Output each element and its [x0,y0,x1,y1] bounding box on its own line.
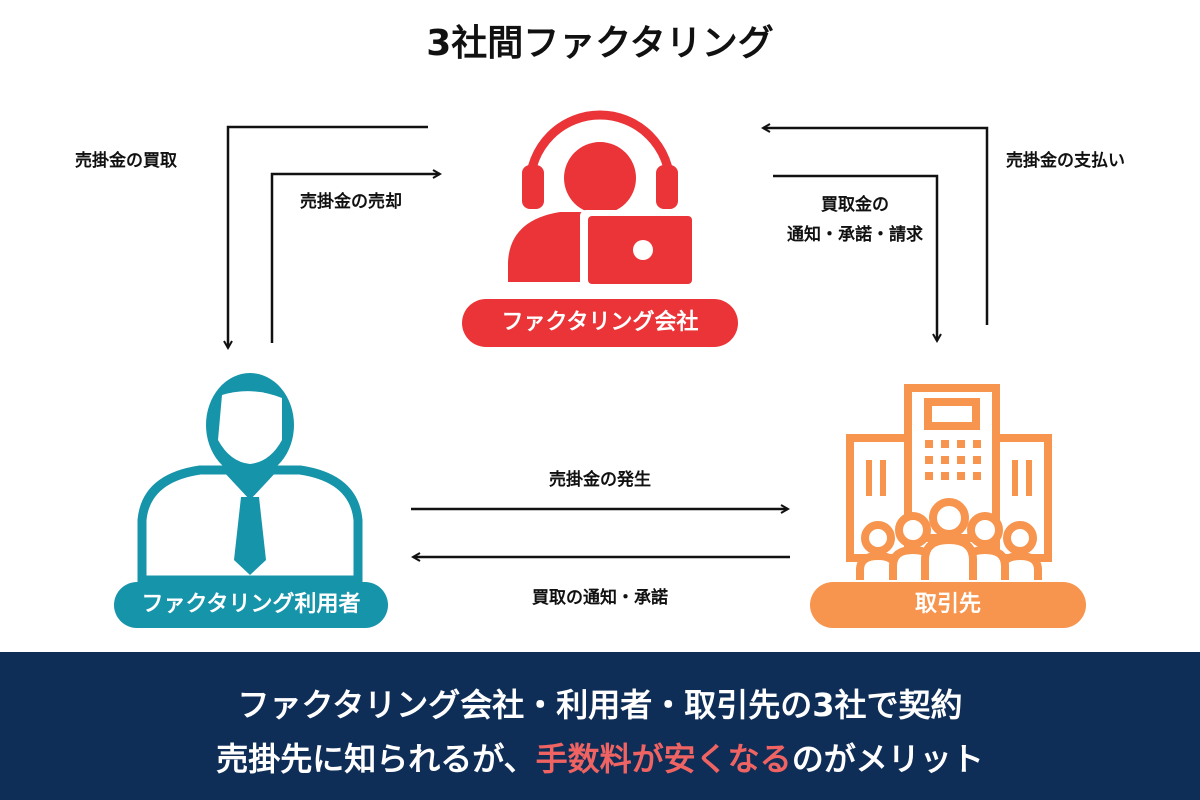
businessman-icon [137,373,363,585]
label-purchase-notice: 買取の通知・承諾 [532,588,668,608]
label-purchase: 売掛金の買取 [75,151,177,171]
summary-banner: ファクタリング会社・利用者・取引先の3社で契約 売掛先に知られるが、手数料が安く… [0,652,1200,800]
node-factoring-company: ファクタリング会社 [462,299,738,347]
diagram-title: 3社間ファクタリング [426,23,774,64]
banner-line-2-before: 売掛先に知られるが、 [216,740,536,778]
banner-line-2-after: のがメリット [791,740,984,778]
label-occurrence: 売掛金の発生 [549,470,651,490]
label-notice-line1: 買取金の [821,195,889,215]
arrow-payment [763,128,989,325]
label-notice-line2: 通知・承諾・請求 [787,225,923,245]
banner-highlight: 手数料が安くなる [535,740,792,778]
operator-icon [492,110,708,296]
label-payment: 売掛金の支払い [1006,151,1125,171]
node-factoring-user: ファクタリング利用者 [114,582,388,628]
banner-line-1: ファクタリング会社・利用者・取引先の3社で契約 [237,686,963,724]
label-sale: 売掛金の売却 [300,192,402,212]
arrow-sale [270,174,440,343]
node-client: 取引先 [810,582,1086,628]
building-people-icon [846,384,1052,580]
banner-line-2: 売掛先に知られるが、手数料が安くなるのがメリット [0,734,1200,780]
arrow-notice [773,174,937,341]
arrow-purchase [228,125,428,348]
